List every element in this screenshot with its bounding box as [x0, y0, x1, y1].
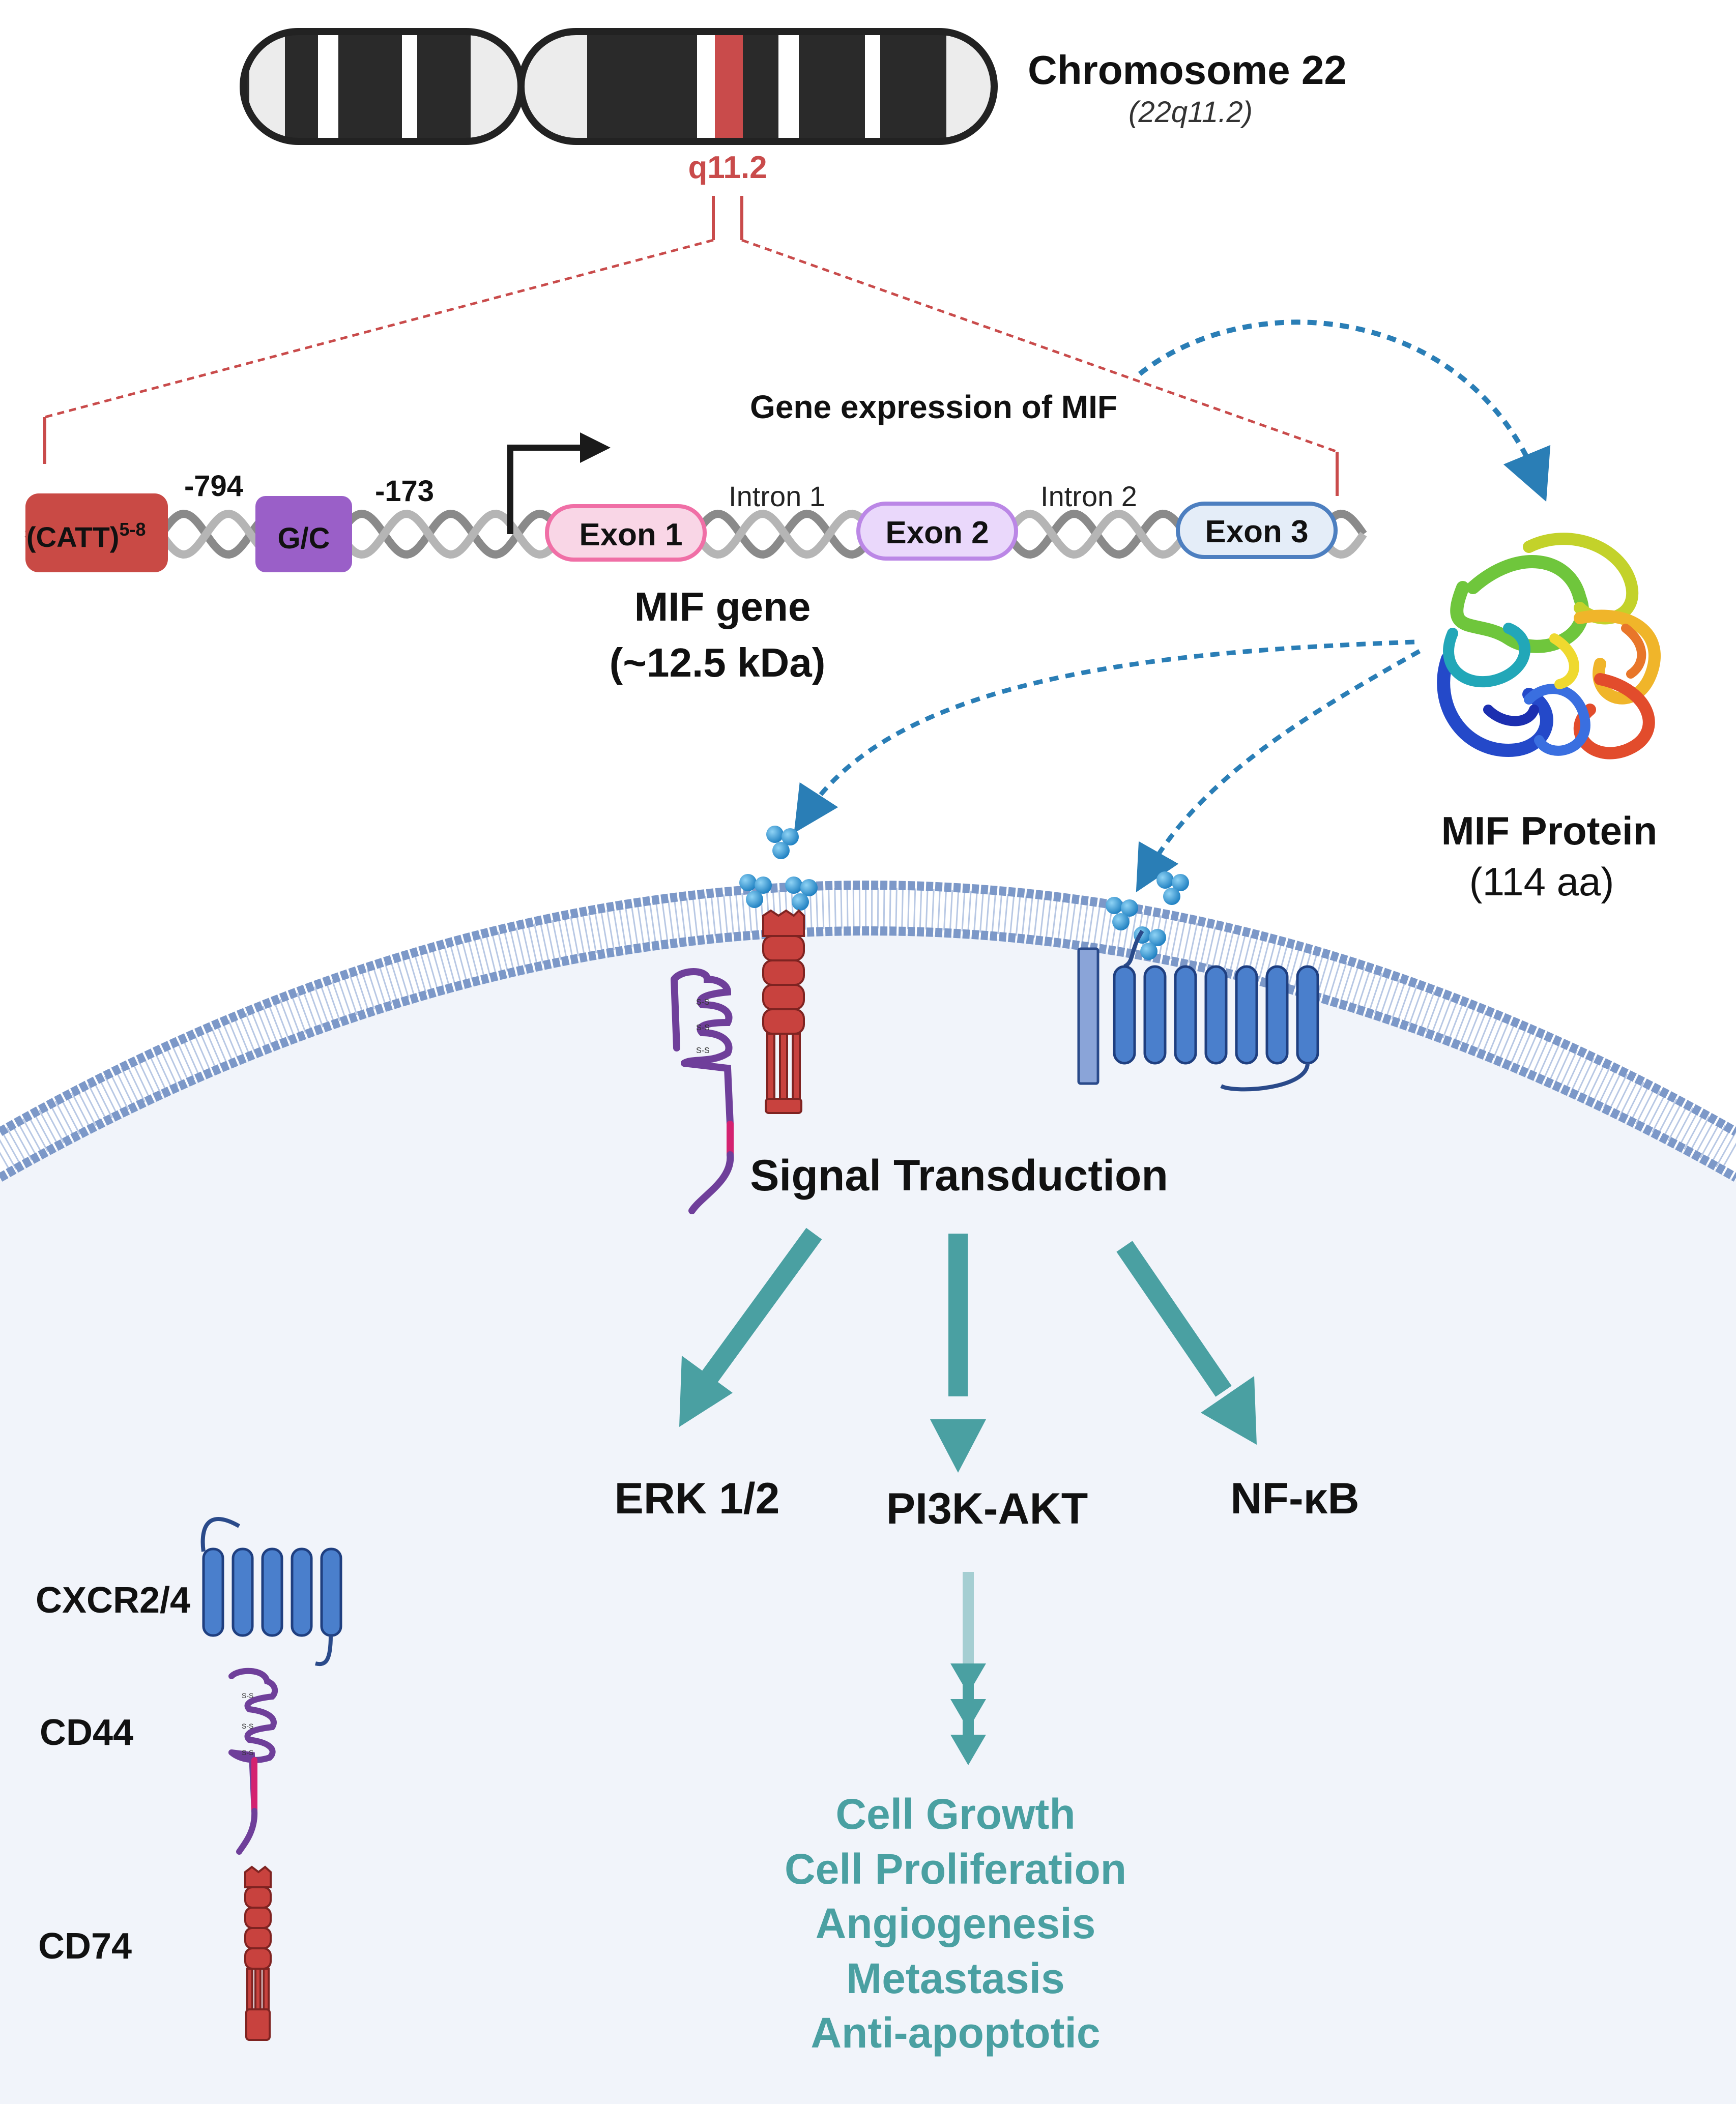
membrane-inner-heads — [0, 926, 1736, 1182]
outcome-metastasis: Metastasis — [846, 1954, 1065, 2002]
outcome-cell-growth: Cell Growth — [835, 1790, 1075, 1838]
gene-name: MIF gene — [634, 584, 811, 629]
cd44-receptor: S-S S-S S-S — [671, 968, 734, 1214]
protein-name: MIF Protein — [1441, 808, 1658, 853]
membrane-outer-heads — [0, 881, 1736, 1136]
exon-2-label: Exon 2 — [885, 515, 989, 550]
gene-size: (~12.5 kDa) — [610, 640, 826, 685]
pathway-nfkb: NF-κB — [1230, 1474, 1359, 1523]
intron-1-label: Intron 1 — [729, 480, 825, 512]
legend-cd74-icon — [244, 1865, 272, 2041]
outcome-angiogenesis: Angiogenesis — [816, 1900, 1096, 1947]
catt-box — [25, 493, 168, 572]
gene-expression-label: Gene expression of MIF — [750, 389, 1117, 425]
gc-label: G/C — [277, 522, 330, 555]
band-label: q11.2 — [688, 150, 767, 185]
position-794: -794 — [184, 470, 243, 503]
svg-text:S-S: S-S — [242, 1722, 253, 1730]
protein-length: (114 aa) — [1469, 859, 1614, 904]
exon-3-label: Exon 3 — [1205, 514, 1308, 549]
intron-2-label: Intron 2 — [1040, 480, 1137, 512]
exon-2 — [856, 502, 1018, 561]
svg-text:S-S: S-S — [242, 1691, 253, 1700]
chromosome-title: Chromosome 22 — [1028, 47, 1347, 93]
pathway-pi3k-akt: PI3K-AKT — [886, 1484, 1088, 1533]
legend-cd44-label: CD44 — [40, 1712, 133, 1753]
svg-text:S-S: S-S — [696, 1024, 710, 1032]
catt-label: (CATT)5-8 — [26, 519, 146, 553]
tss-arrowhead — [580, 432, 611, 463]
zoom-line-left — [44, 239, 714, 419]
protein-to-cxcr-arrow — [1136, 649, 1421, 893]
legend-cxcr-icon — [200, 1517, 342, 1667]
legend-cd44-icon: S-S S-S S-S — [228, 1668, 278, 1855]
outcome-anti-apoptotic: Anti-apoptotic — [811, 2009, 1100, 2057]
signal-transduction-title: Signal Transduction — [750, 1151, 1168, 1200]
position-173: -173 — [375, 475, 434, 508]
svg-text:S-S: S-S — [696, 1046, 710, 1055]
gc-box — [255, 496, 352, 572]
svg-text:S-S: S-S — [696, 998, 710, 1007]
mif-ligands-left — [739, 826, 818, 911]
chromosome-22 — [240, 28, 998, 145]
exon-3 — [1176, 502, 1338, 559]
membrane-tails — [0, 888, 1736, 1173]
expression-arrow — [1138, 319, 1551, 502]
cxcr-receptor — [1077, 929, 1319, 1092]
downstream-arrow — [950, 1572, 986, 1765]
exon-1-label: Exon 1 — [579, 517, 682, 552]
pathway-arrows — [679, 1228, 1257, 1473]
legend-cxcr-label: CXCR2/4 — [36, 1580, 190, 1621]
chromosome-location: (22q11.2) — [1129, 96, 1253, 129]
mif-ligands-right — [1106, 871, 1189, 960]
svg-text:S-S: S-S — [242, 1748, 253, 1757]
cd74-receptor — [762, 909, 805, 1114]
exon-1 — [545, 504, 707, 562]
zoom-line-right — [741, 239, 1338, 453]
cytoplasm — [0, 933, 1736, 2104]
legend-cd74-label: CD74 — [38, 1926, 132, 1967]
q11-2-band — [715, 32, 743, 141]
tss-arrow — [507, 445, 585, 534]
pathway-erk: ERK 1/2 — [614, 1474, 779, 1523]
outcome-cell-proliferation: Cell Proliferation — [785, 1845, 1126, 1893]
mif-protein-structure — [1437, 533, 1661, 759]
protein-to-cd74-arrow — [794, 639, 1415, 833]
